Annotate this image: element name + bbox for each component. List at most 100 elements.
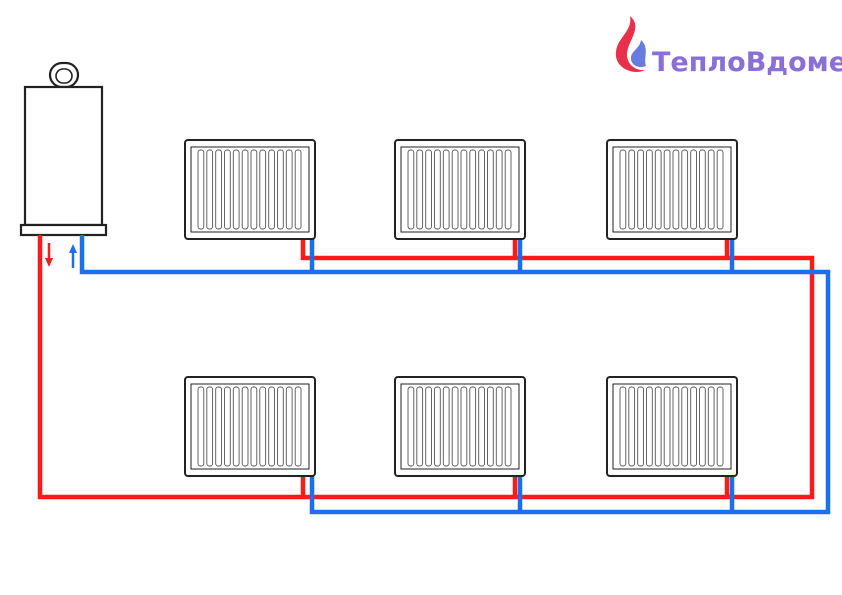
radiator-body — [606, 376, 738, 477]
radiator-fin — [215, 149, 222, 230]
radiator-fin — [425, 386, 432, 467]
radiator-fin — [637, 149, 644, 230]
radiator-fin — [259, 149, 267, 230]
radiator-fin — [504, 149, 512, 230]
radiator-fin — [451, 149, 459, 230]
radiator-fin — [495, 149, 503, 230]
radiator-fin — [442, 386, 450, 467]
radiator-fin — [277, 386, 284, 467]
radiator-fin — [425, 149, 432, 230]
return-arrow — [69, 244, 77, 268]
radiator-fin — [232, 386, 240, 467]
radiator-fin — [690, 149, 697, 230]
pipes — [37, 235, 831, 515]
radiator-panel — [400, 146, 520, 233]
radiator-fin — [206, 149, 214, 230]
boiler-base — [19, 223, 108, 237]
radiator-fin — [504, 386, 512, 467]
boiler-body — [23, 85, 104, 227]
radiator-fin — [407, 149, 415, 230]
radiator-fin — [224, 149, 231, 230]
radiator-fin — [628, 386, 636, 467]
radiator-fin — [460, 149, 468, 230]
radiator-fin — [495, 386, 503, 467]
radiator-panel — [612, 146, 732, 233]
radiator-fin — [268, 386, 275, 467]
radiator-fin — [206, 386, 214, 467]
radiator-upper-1 — [184, 139, 316, 240]
radiator-panel — [612, 383, 732, 470]
radiator-fin — [699, 149, 706, 230]
boiler — [19, 61, 108, 268]
radiator-lower-1 — [184, 376, 316, 477]
radiator-upper-3 — [606, 139, 738, 240]
boiler-hanger-inner — [55, 68, 73, 84]
radiator-fin — [250, 386, 258, 467]
radiator-fin — [707, 386, 715, 467]
radiator-fin — [407, 386, 415, 467]
radiator-fin — [259, 386, 267, 467]
radiator-fin — [277, 149, 284, 230]
radiator-fin — [654, 386, 662, 467]
radiator-fin — [268, 149, 275, 230]
radiator-body — [394, 376, 526, 477]
radiator-fin — [478, 149, 485, 230]
radiator-fin — [672, 149, 680, 230]
radiator-fin — [619, 386, 627, 467]
radiator-fin — [232, 149, 240, 230]
radiator-fin — [416, 386, 424, 467]
radiator-lower-2 — [394, 376, 526, 477]
radiator-fin — [197, 149, 205, 230]
radiator-fin — [672, 386, 680, 467]
radiator-fin — [646, 386, 653, 467]
radiator-fin — [250, 149, 258, 230]
radiator-fin — [469, 386, 477, 467]
radiator-fin — [241, 149, 249, 230]
radiator-fin — [451, 386, 459, 467]
radiator-upper-2 — [394, 139, 526, 240]
radiator-panel — [190, 146, 310, 233]
radiator-fin — [460, 386, 468, 467]
radiator-fin — [442, 149, 450, 230]
radiator-fin — [628, 149, 636, 230]
logo-text: ТеплоВдоме — [652, 47, 842, 78]
radiator-fin — [637, 386, 644, 467]
radiator-fin — [487, 386, 494, 467]
flame-icon — [615, 16, 646, 72]
radiator-fin — [294, 386, 302, 467]
radiator-fin — [663, 149, 671, 230]
radiator-fin — [716, 386, 724, 467]
radiator-fin — [197, 386, 205, 467]
radiator-fin — [434, 386, 441, 467]
radiators — [184, 139, 738, 477]
radiator-lower-3 — [606, 376, 738, 477]
radiator-fin — [654, 149, 662, 230]
radiator-fin — [241, 386, 249, 467]
radiator-fin — [646, 149, 653, 230]
radiator-fin — [487, 149, 494, 230]
radiator-fin — [285, 149, 293, 230]
radiator-body — [606, 139, 738, 240]
radiator-fin — [434, 149, 441, 230]
radiator-fin — [294, 149, 302, 230]
supply-pipe-main — [37, 235, 815, 500]
radiator-fin — [663, 386, 671, 467]
radiator-panel — [400, 383, 520, 470]
radiator-fin — [469, 149, 477, 230]
return-pipe-main — [79, 235, 831, 515]
radiator-fin — [681, 386, 689, 467]
radiator-fin — [215, 386, 222, 467]
radiator-fin — [619, 149, 627, 230]
radiator-fin — [478, 386, 485, 467]
radiator-fin — [416, 149, 424, 230]
radiator-fin — [224, 386, 231, 467]
supply-arrow — [45, 243, 53, 267]
radiator-body — [184, 139, 316, 240]
radiator-fin — [285, 386, 293, 467]
radiator-fin — [681, 149, 689, 230]
radiator-body — [184, 376, 316, 477]
radiator-body — [394, 139, 526, 240]
radiator-fin — [707, 149, 715, 230]
logo: ТеплоВдоме — [615, 16, 842, 78]
